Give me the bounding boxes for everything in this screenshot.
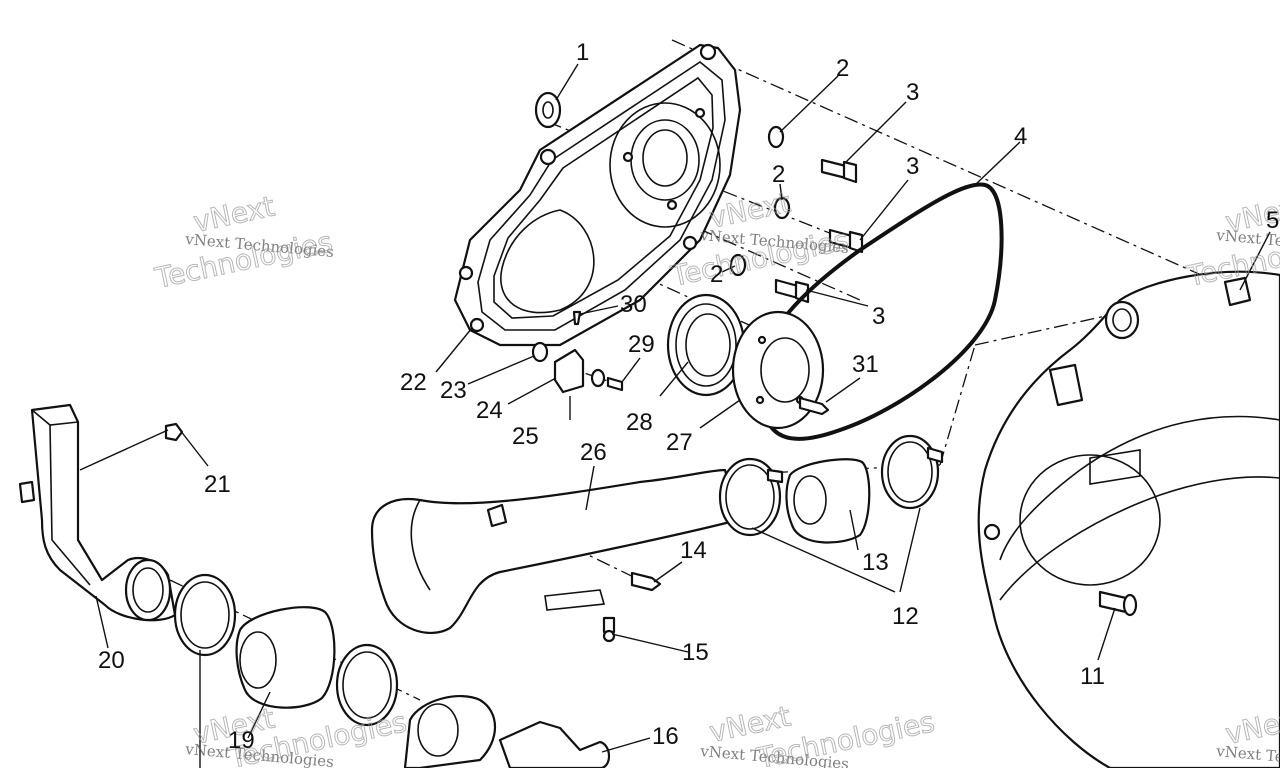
drive-belt-part (756, 182, 1004, 441)
callout-2: 2 (836, 55, 849, 82)
callout-21: 21 (204, 471, 231, 498)
callout-13: 13 (862, 549, 889, 576)
callout-2: 2 (710, 261, 723, 288)
callout-27: 27 (666, 429, 693, 456)
cover-bolt-part (1098, 590, 1138, 617)
left-duct-part (18, 403, 177, 622)
callout-16: 16 (652, 723, 679, 750)
callout-20: 20 (98, 647, 125, 674)
callout-3: 3 (906, 153, 919, 180)
clamp-part (718, 434, 944, 544)
duct-adapter-part (403, 695, 611, 768)
callout-24: 24 (476, 397, 503, 424)
callout-1: 1 (576, 39, 589, 66)
leader-lines (79, 63, 1271, 768)
callout-31: 31 (852, 351, 879, 378)
rivet-part (164, 422, 184, 442)
callout-29: 29 (628, 331, 655, 358)
screw-part (798, 396, 830, 416)
callout-25: 25 (512, 423, 539, 450)
fastener-part (602, 571, 662, 643)
callout-22: 22 (400, 369, 427, 396)
intake-duct-part (370, 468, 740, 635)
outer-cover-part (977, 270, 1280, 768)
callout-19: 19 (228, 727, 255, 754)
callout-28: 28 (626, 409, 653, 436)
callout-12: 12 (892, 603, 919, 630)
small-hardware-part (531, 310, 624, 394)
callout-2: 2 (772, 161, 785, 188)
callout-3: 3 (906, 79, 919, 106)
callout-23: 23 (440, 377, 467, 404)
callout-14: 14 (680, 537, 707, 564)
callout-26: 26 (580, 439, 607, 466)
callout-15: 15 (682, 639, 709, 666)
callout-30: 30 (620, 291, 647, 318)
callout-3: 3 (872, 303, 885, 330)
callout-labels: 1 2 2 2 3 3 3 4 5 11 12 13 14 15 16 19 2… (98, 39, 1279, 754)
boot-clamp-part (173, 573, 399, 727)
callout-4: 4 (1014, 123, 1027, 150)
washer-part (534, 91, 562, 129)
callout-11: 11 (1080, 663, 1105, 690)
callout-5: 5 (1266, 207, 1279, 234)
bolt-set-part (774, 158, 864, 304)
inner-cover-part (453, 43, 742, 347)
